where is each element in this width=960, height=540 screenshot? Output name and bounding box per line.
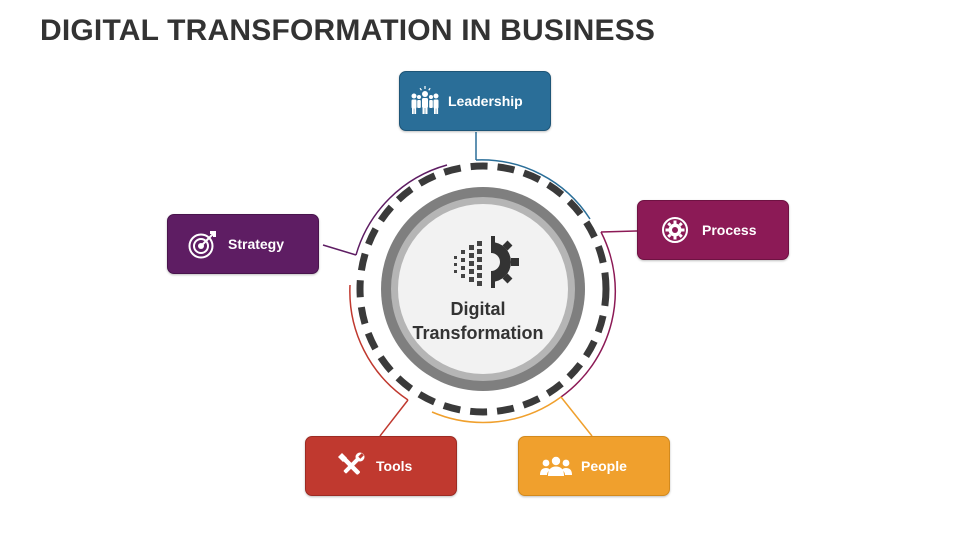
connector-people [560,396,593,437]
node-leadership-label: Leadership [448,93,523,109]
arc-people-tools [431,396,562,424]
connector-process [600,230,638,233]
node-leadership[interactable]: Leadership [399,71,551,131]
target-icon [186,227,220,261]
dashed-ring [356,162,610,416]
node-tools-label: Tools [376,458,413,474]
digital-gear-icon [454,236,519,290]
node-process[interactable]: Process [637,200,789,260]
arc-leadership-process [475,159,591,220]
leadership-icon [408,84,442,118]
arc-process-people [560,231,617,398]
process-gear-icon [658,213,692,247]
center-label: Digital Transformation [393,297,563,345]
node-strategy-label: Strategy [228,236,285,252]
center-label-line1: Digital [450,299,506,319]
center-label-line2: Transformation [412,323,544,343]
tools-icon [334,449,368,483]
node-people-label: People [581,458,627,474]
arc-strategy-leadership [355,164,448,256]
arc-tools-strategy [349,284,409,401]
connector-strategy [322,244,357,256]
node-strategy[interactable]: Strategy [167,214,319,274]
connector-tools [379,399,409,437]
node-tools[interactable]: Tools [305,436,457,496]
page-title: DIGITAL TRANSFORMATION IN BUSINESS [40,14,656,47]
node-process-label: Process [702,222,757,238]
node-people[interactable]: People [518,436,670,496]
people-icon [539,449,573,483]
